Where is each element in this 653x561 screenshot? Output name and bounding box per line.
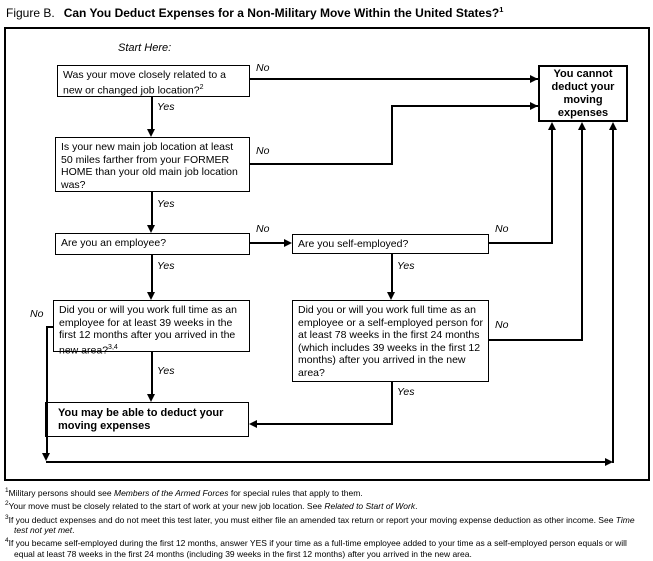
start-here-label: Start Here: [118,42,172,54]
footnote-3-italic: Time test not yet met [14,514,635,535]
q2-text: Is your new main job location at least 5… [61,141,238,191]
connector-q4-no-line-2 [551,130,553,244]
arrowhead-bottom-junction-icon [605,458,613,466]
footnote-1: 1Military persons should see Members of … [5,486,650,498]
arrowhead-q1-yes-icon [147,129,155,137]
connector-bottom-line [46,461,605,463]
flowchart-box-q1-move-related: Was your move closely related to a new o… [57,65,250,97]
arrowhead-q1-no-icon [530,75,538,83]
q1-yes-label: Yes [157,101,175,113]
q4-text: Are you self-employed? [298,238,409,250]
arrowhead-q3-no-icon [284,239,292,247]
arrowhead-bottom-up-icon [609,122,617,130]
figure-title-main: Can You Deduct Expenses for a Non-Milita… [63,6,500,20]
footnote-1-post: for special rules that apply to them. [228,487,363,498]
flowchart-box-may-deduct: You may be able to deduct your moving ex… [45,402,249,437]
arrowhead-q5-yes-icon [147,394,155,402]
figure-title: Figure B. Can You Deduct Expenses for a N… [6,5,503,20]
footnotes: 1Military persons should see Members of … [5,486,650,560]
flowchart-box-cannot-deduct: You cannot deduct your moving expenses [538,65,628,122]
q2-no-label: No [256,145,270,157]
connector-q5-yes-line [151,352,153,394]
footnote-2: 2Your move must be closely related to th… [5,499,650,511]
q3-no-label: No [256,223,270,235]
arrowhead-q6-no-icon [578,122,586,130]
footnote-4-number: 4 [5,537,9,545]
connector-q1-yes-line [151,97,153,129]
footnote-2-post: . [415,501,418,512]
arrowhead-q2-yes-icon [147,225,155,233]
figure-title-footnote-ref: 1 [499,5,504,14]
connector-q4-yes-line [391,254,393,292]
connector-q5-no-line-1 [46,326,54,328]
q3-yes-label: Yes [157,260,175,272]
q1-text: Was your move closely related to a new o… [63,69,227,96]
footnote-3-post: . [72,524,75,535]
connector-q5-no-line-2 [46,326,48,454]
footnote-3-text: If you deduct expenses and do not meet t… [8,514,616,525]
figure-label: Figure B. [6,6,55,20]
q3-text: Are you an employee? [61,237,167,249]
q2-yes-label: Yes [157,198,175,210]
cannot-deduct-text: You cannot deduct your moving expenses [551,67,615,119]
arrowhead-q5-no-corner-icon [42,453,50,461]
connector-q2-no-line-3 [391,105,538,107]
flowchart-box-q6-78-weeks: Did you or will you work full time as an… [292,300,489,382]
q6-no-label: No [495,319,509,331]
connector-bottom-up-line [612,130,614,463]
footnote-4: 4If you became self-employed during the … [5,536,650,559]
q6-text: Did you or will you work full time as an… [298,304,484,379]
q6-yes-label: Yes [397,386,415,398]
q5-footnote-ref: 3,4 [108,343,118,351]
connector-q6-yes-line-1 [391,382,393,425]
arrowhead-q4-yes-icon [387,292,395,300]
connector-q6-no-line-1 [489,339,583,341]
q5-yes-label: Yes [157,365,175,377]
flowchart-box-q5-39-weeks: Did you or will you work full time as an… [53,300,250,356]
q1-no-label: No [256,62,270,74]
flowchart-box-q4-self-employed: Are you self-employed? [292,234,489,254]
q5-text: Did you or will you work full time as an… [59,304,237,356]
connector-q2-yes-line [151,192,153,225]
footnote-3: 3If you deduct expenses and do not meet … [5,513,650,536]
flowchart-box-q2-50-miles: Is your new main job location at least 5… [55,137,250,192]
may-deduct-text: You may be able to deduct your moving ex… [58,406,224,432]
footnote-3-number: 3 [5,513,9,521]
connector-q2-no-line-1 [250,163,393,165]
arrowhead-q2-no-icon [530,102,538,110]
flowchart-box-q3-employee: Are you an employee? [55,233,250,255]
connector-q6-yes-line-2 [257,423,393,425]
connector-q6-no-line-2 [581,130,583,341]
footnote-1-italic: Members of the Armed Forces [113,487,229,498]
footnote-2-italic: Related to Start of Work [324,501,416,512]
figure-title-text: Can You Deduct Expenses for a Non-Milita… [63,5,504,20]
connector-q2-no-line-2 [391,105,393,165]
q1-footnote-ref: 2 [199,83,204,91]
arrowhead-q6-yes-icon [249,420,257,428]
footnote-4-text: If you became self-employed during the f… [8,538,627,559]
q4-no-label: No [495,223,509,235]
q4-yes-label: Yes [397,260,415,272]
connector-q4-no-line-1 [489,242,553,244]
arrowhead-q3-yes-icon [147,292,155,300]
footnote-2-number: 2 [5,500,9,508]
connector-q3-yes-line [151,255,153,292]
q5-no-label: No [30,308,44,320]
footnote-2-text: Your move must be closely related to the… [8,501,325,512]
connector-q1-no-line [250,78,538,80]
footnote-1-text: Military persons should see [8,487,114,498]
footnote-1-number: 1 [5,487,9,494]
connector-q3-no-line [250,242,284,244]
arrowhead-q4-no-icon [548,122,556,130]
